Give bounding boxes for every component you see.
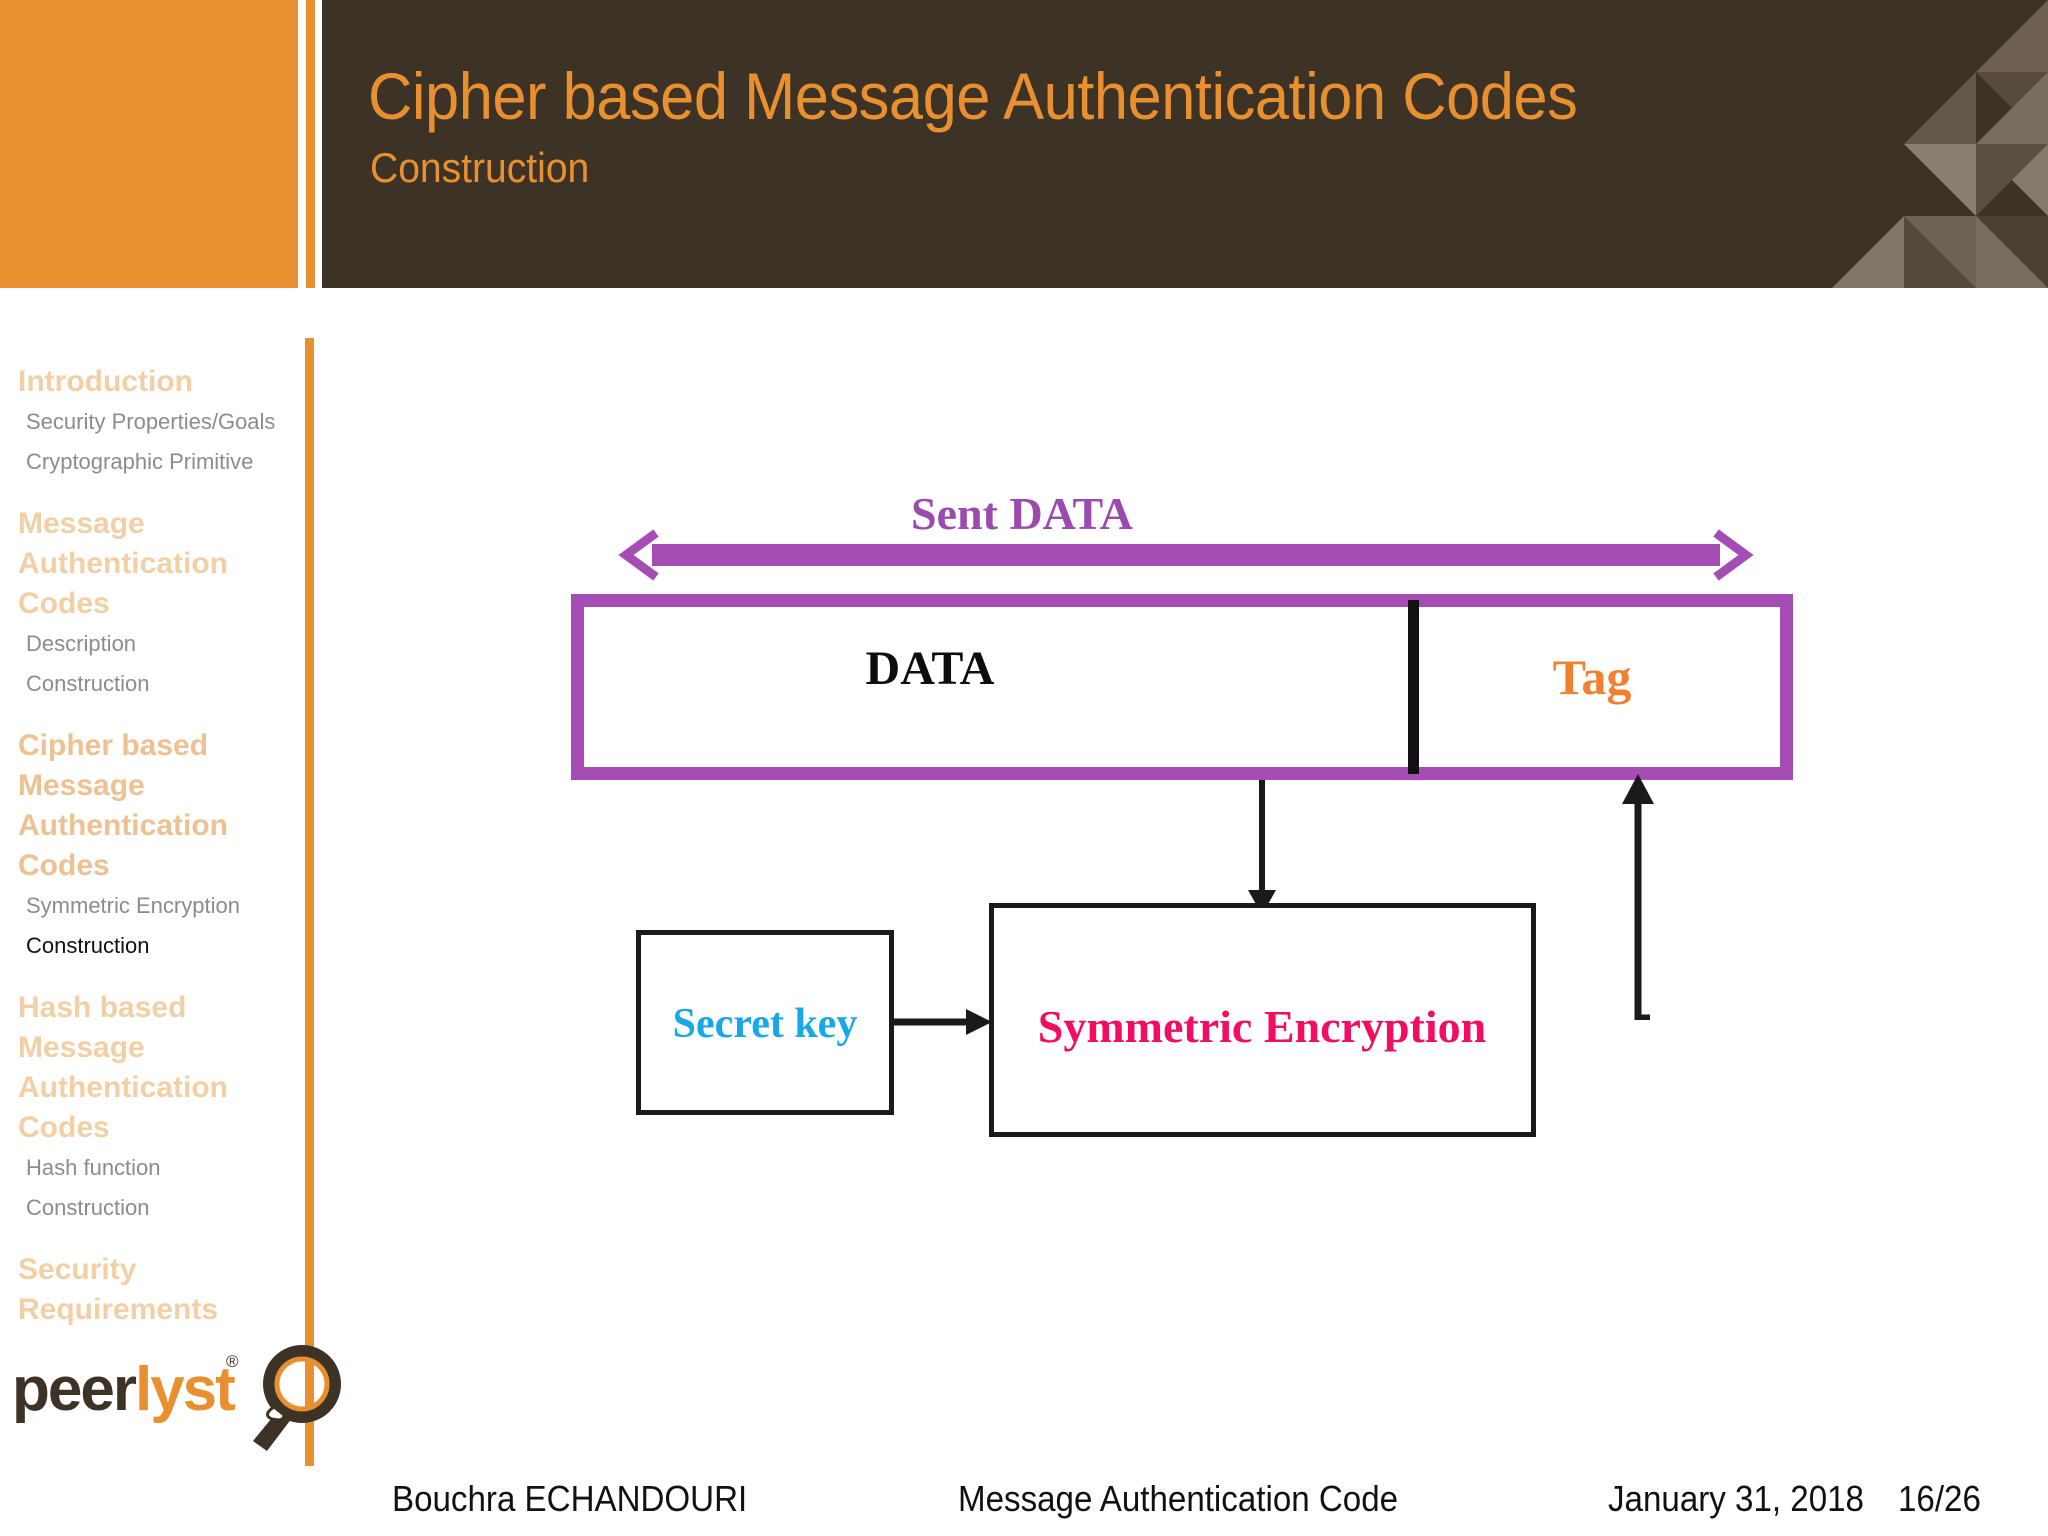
sidebar-item[interactable]: Construction [26, 671, 150, 696]
magnifier-icon [253, 1345, 341, 1451]
footer-page-number: 16/26 [1898, 1478, 1981, 1519]
logo-wordmark: peerlyst [12, 1354, 236, 1425]
secret-key-label: Secret key [672, 1001, 858, 1047]
symmetric-encryption-box [989, 903, 1536, 1137]
packet-divider [1408, 600, 1419, 774]
data-to-encryption-arrow [1248, 780, 1276, 915]
logo-text-peer: peer [12, 1355, 137, 1424]
sent-data-span-arrow [618, 529, 1754, 581]
header-accent-stripe [306, 0, 315, 288]
triangle-pattern-decoration [1832, 0, 2048, 288]
sidebar-item[interactable]: Construction [26, 1195, 150, 1220]
tag-field-label: Tag [1552, 649, 1632, 705]
sidebar-section-heading[interactable]: Security Requirements [18, 1253, 219, 1325]
sidebar-item[interactable]: Security Properties/Goals [26, 409, 276, 434]
packet-box [571, 594, 1793, 780]
sidebar-item[interactable]: Hash function [26, 1155, 161, 1180]
peerlyst-logo: peerlyst ® [8, 1338, 341, 1451]
sidebar-item[interactable]: Cryptographic Primitive [26, 449, 254, 474]
header-bar: Cipher based Message Authentication Code… [322, 0, 2048, 288]
footer-author: Bouchra ECHANDOURI [392, 1478, 748, 1519]
sidebar-item[interactable]: Symmetric Encryption [26, 893, 240, 918]
sidebar-section-heading[interactable]: Cipher based Message Authentication Code… [18, 729, 228, 882]
page-title: Cipher based Message Authentication Code… [368, 59, 1578, 133]
logo-text-lyst: lyst [134, 1355, 236, 1424]
header-accent-block [0, 0, 298, 288]
sidebar-section-heading[interactable]: Message Authentication Codes [18, 507, 228, 620]
footer-date: January 31, 2018 [1608, 1478, 1864, 1519]
encryption-to-tag-arrow [1622, 774, 1654, 1020]
sent-data-label: Sent DATA [911, 488, 1133, 539]
sidebar-item[interactable]: Construction [26, 933, 150, 958]
sidebar-section-heading[interactable]: Introduction [18, 365, 193, 398]
sidebar-divider [305, 338, 314, 1466]
page-subtitle: Construction [370, 144, 590, 191]
secret-key-to-encryption-arrow [890, 1009, 992, 1035]
secret-key-box [636, 930, 894, 1115]
data-field-label: DATA [865, 642, 995, 695]
footer-topic: Message Authentication Code [958, 1478, 1399, 1519]
sidebar-item[interactable]: Description [26, 631, 137, 656]
symmetric-encryption-label: Symmetric Encryption [1037, 1001, 1487, 1052]
registered-trademark-icon: ® [226, 1352, 239, 1371]
sidebar-section-heading[interactable]: Hash based Message Authentication Codes [18, 991, 228, 1144]
